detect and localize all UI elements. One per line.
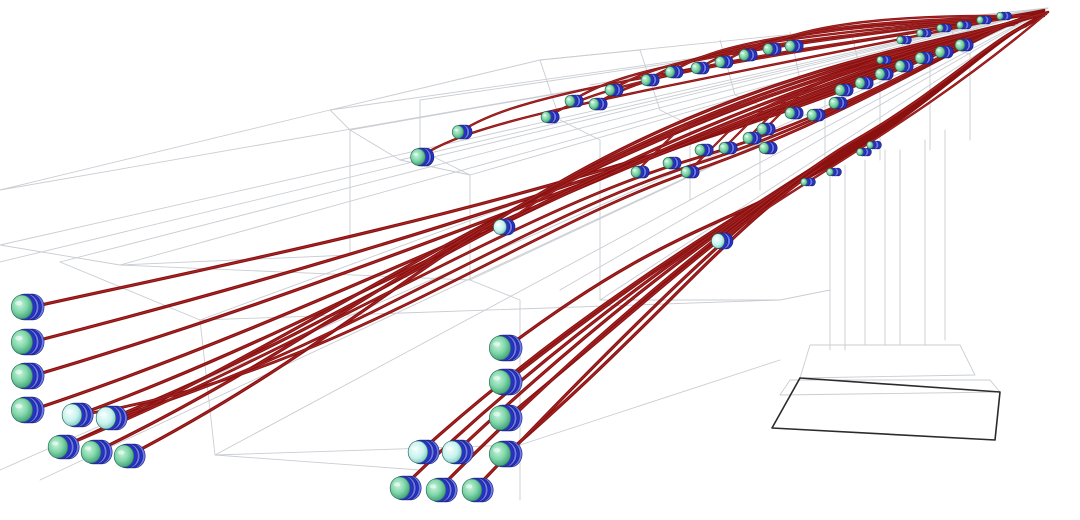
anchorage-icon: [113, 443, 146, 469]
anchorage-icon: [488, 440, 523, 468]
girder-edge-1: [0, 7, 1049, 246]
anchorage-icon: [95, 405, 128, 431]
anchorage-icon: [954, 38, 974, 52]
anchorage-icon: [956, 20, 972, 30]
tendon-38: [718, 10, 1050, 243]
anchorage-icon: [441, 439, 474, 465]
anchorage-icon: [680, 165, 700, 179]
anchorage-icon: [540, 110, 560, 124]
anchorage-icon: [996, 11, 1012, 21]
girder-edge-17: [559, 7, 1049, 291]
anchorage-icon: [826, 167, 842, 177]
anchorage-icon: [61, 402, 94, 428]
anchorage-icon: [742, 131, 762, 145]
tendon-30: [722, 14, 1046, 64]
anchorage-icon: [914, 51, 934, 65]
girder-bottom-line: [214, 359, 781, 456]
girder-edge-2: [0, 7, 1049, 263]
anchorage-icon: [488, 334, 523, 362]
anchorage-icon: [828, 96, 848, 110]
anchorage-icon: [664, 65, 684, 79]
anchorage-icon: [690, 61, 710, 75]
anchorage-icon: [425, 477, 458, 503]
anchorage-icon: [488, 368, 523, 396]
anchorage-icon: [714, 55, 734, 69]
anchorage-icon: [718, 141, 738, 155]
tendon-14: [504, 16, 1040, 420]
anchorage-icon: [630, 165, 650, 179]
anchorage-icon: [10, 328, 45, 356]
anchorage-icon: [493, 218, 516, 236]
girder-edge-6: [214, 7, 1049, 456]
anchorage-icon: [10, 293, 45, 321]
girder-frame-2: [0, 49, 641, 191]
anchorage-icon: [874, 67, 894, 81]
anchorage-icon: [640, 73, 660, 87]
anchorage-icon: [47, 434, 80, 460]
anchorage-icon: [894, 59, 914, 73]
anchorage-icon: [762, 42, 782, 56]
anchorage-icon: [389, 475, 422, 501]
anchorage-icon: [896, 35, 912, 45]
anchorage-icon: [80, 439, 113, 465]
anchorage-icon: [10, 362, 45, 390]
girder-frame-1: [59, 261, 421, 471]
anchorage-icon: [854, 76, 874, 90]
anchorage-icon: [588, 97, 608, 111]
girder-edge-18: [599, 7, 1049, 301]
anchorage-icon: [410, 147, 435, 167]
anchorage-icon: [834, 83, 854, 97]
tendon-9: [76, 10, 1042, 417]
anchorage-icon: [916, 28, 932, 38]
anchorage-icon: [856, 147, 872, 157]
anchorage-icon: [461, 477, 494, 503]
anchorage-icon: [451, 124, 473, 140]
girder-frame-6: [539, 59, 601, 301]
tendon-8: [126, 22, 1016, 458]
anchorage-icon: [758, 141, 778, 155]
anchorage-icon: [738, 48, 758, 62]
footing-top-outline: [779, 379, 1001, 396]
anchorage-icon: [876, 55, 892, 65]
anchorage-icon: [662, 156, 682, 170]
tendon-20: [472, 24, 1028, 492]
girder-frame-12: [949, 16, 971, 141]
anchorage-icon: [711, 232, 734, 250]
anchorage-icon: [694, 143, 714, 157]
anchorage-icon: [488, 404, 523, 432]
anchorage-icon: [756, 122, 776, 136]
anchorage-icon: [10, 396, 45, 424]
anchorage-icon: [784, 39, 804, 53]
footing-outline: [771, 377, 1001, 441]
anchorage-icon: [604, 83, 624, 97]
tendon-anchorages: [10, 11, 1012, 503]
anchorage-icon: [806, 108, 826, 122]
pier-cap-outline: [799, 344, 976, 379]
anchorage-icon: [976, 15, 992, 25]
girder-edge-3: [59, 7, 1049, 263]
anchorage-icon: [784, 106, 804, 120]
anchorage-icon: [800, 177, 816, 187]
anchorage-icon: [866, 140, 882, 150]
tendon-0: [30, 10, 1040, 309]
girder-frame-3: [329, 109, 471, 281]
tendon-37: [498, 10, 1050, 229]
anchorage-icon: [407, 439, 440, 465]
anchorage-icon: [564, 94, 584, 108]
anchorage-icon: [936, 23, 952, 33]
anchorage-icon: [934, 45, 954, 59]
girder-edge-14: [399, 7, 1049, 161]
